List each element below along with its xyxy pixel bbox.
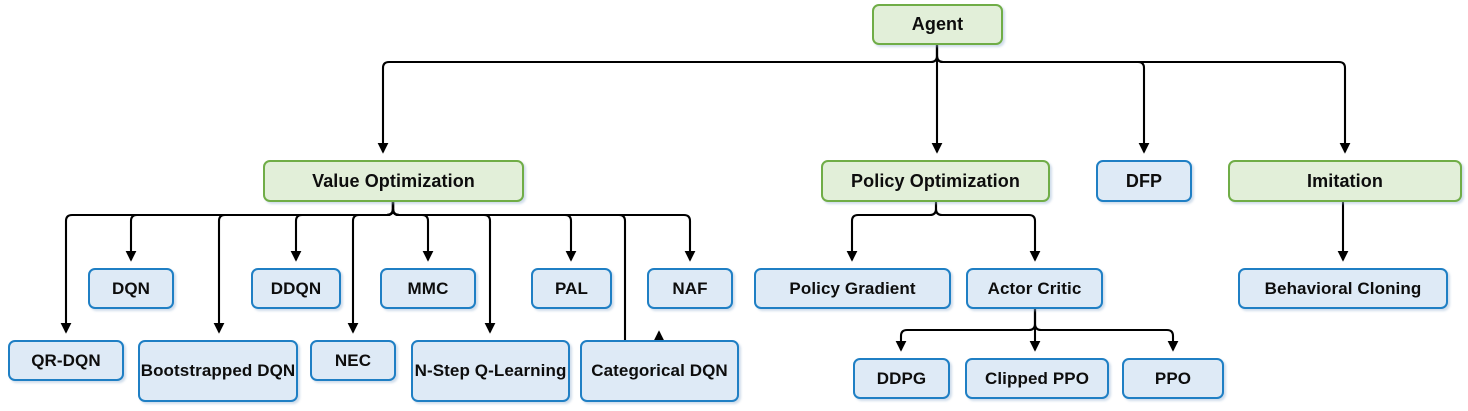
node-behavioral-cloning[interactable]: Behavioral Cloning: [1238, 268, 1448, 309]
edge-valueopt-to-qrdqn: [60, 202, 395, 334]
node-bootstrapped-dqn[interactable]: Bootstrapped DQN: [138, 340, 298, 402]
edge-valueopt-to-ddqn: [290, 202, 395, 262]
node-dqn[interactable]: DQN: [88, 268, 174, 309]
node-label-ppo: PPO: [1154, 368, 1192, 388]
node-label-n-step: N-Step Q-Learning: [414, 360, 567, 380]
edge-policyopt-to-actor-critic: [934, 202, 1041, 262]
node-qr-dqn[interactable]: QR-DQN: [8, 340, 124, 381]
edge-valueopt-to-mmc: [391, 202, 434, 262]
edge-actorcritic-to-ddpg: [895, 309, 1037, 352]
node-label-behavioral-cloning: Behavioral Cloning: [1264, 278, 1422, 298]
node-dfp[interactable]: DFP: [1096, 160, 1192, 202]
edge-agent-to-dfp: [935, 45, 1150, 154]
node-label-dqn: DQN: [111, 278, 151, 298]
node-naf[interactable]: NAF: [647, 268, 733, 309]
node-imitation[interactable]: Imitation: [1228, 160, 1462, 202]
node-label-policy-opt: Policy Optimization: [851, 170, 1020, 191]
node-label-nec: NEC: [334, 350, 372, 370]
edge-valueopt-to-bootstrapped-dqn: [213, 202, 395, 334]
node-label-agent: Agent: [911, 14, 964, 35]
node-categorical-dqn[interactable]: Categorical DQN: [580, 340, 739, 402]
node-n-step[interactable]: N-Step Q-Learning: [411, 340, 570, 402]
edge-valueopt-to-nstep: [391, 202, 496, 334]
node-label-bootstrapped-dqn: Bootstrapped DQN: [140, 360, 296, 380]
node-label-pal: PAL: [554, 278, 589, 298]
node-policy-opt[interactable]: Policy Optimization: [821, 160, 1050, 202]
edge-actorcritic-to-ppo: [1033, 309, 1179, 352]
node-label-policy-gradient: Policy Gradient: [789, 278, 916, 298]
edge-valueopt-to-nec: [347, 202, 395, 334]
node-ddpg[interactable]: DDPG: [853, 358, 950, 399]
node-nec[interactable]: NEC: [310, 340, 396, 381]
node-pal[interactable]: PAL: [531, 268, 612, 309]
node-value-opt[interactable]: Value Optimization: [263, 160, 524, 202]
node-policy-gradient[interactable]: Policy Gradient: [754, 268, 951, 309]
node-label-ddpg: DDPG: [876, 368, 927, 388]
edge-policyopt-to-policy-gradient: [846, 202, 938, 262]
node-label-categorical-dqn: Categorical DQN: [591, 360, 728, 380]
node-ddqn[interactable]: DDQN: [251, 268, 341, 309]
node-mmc[interactable]: MMC: [380, 268, 476, 309]
node-label-mmc: MMC: [407, 278, 449, 298]
node-actor-critic[interactable]: Actor Critic: [966, 268, 1103, 309]
node-label-value-opt: Value Optimization: [312, 170, 475, 191]
node-label-ddqn: DDQN: [270, 278, 322, 298]
node-agent[interactable]: Agent: [872, 4, 1003, 45]
node-ppo[interactable]: PPO: [1122, 358, 1224, 399]
node-label-actor-critic: Actor Critic: [987, 278, 1082, 298]
node-label-qr-dqn: QR-DQN: [31, 350, 101, 370]
node-clipped-ppo[interactable]: Clipped PPO: [965, 358, 1109, 399]
node-label-imitation: Imitation: [1307, 170, 1383, 191]
edge-valueopt-to-dqn: [125, 202, 395, 262]
edge-valueopt-to-pal: [391, 202, 577, 262]
node-label-dfp: DFP: [1125, 170, 1163, 191]
node-label-clipped-ppo: Clipped PPO: [984, 368, 1090, 388]
edge-agent-to-valueopt: [377, 45, 939, 154]
edge-valueopt-to-naf: [391, 202, 696, 262]
edge-agent-to-imitation: [935, 45, 1351, 154]
node-label-naf: NAF: [672, 278, 708, 298]
